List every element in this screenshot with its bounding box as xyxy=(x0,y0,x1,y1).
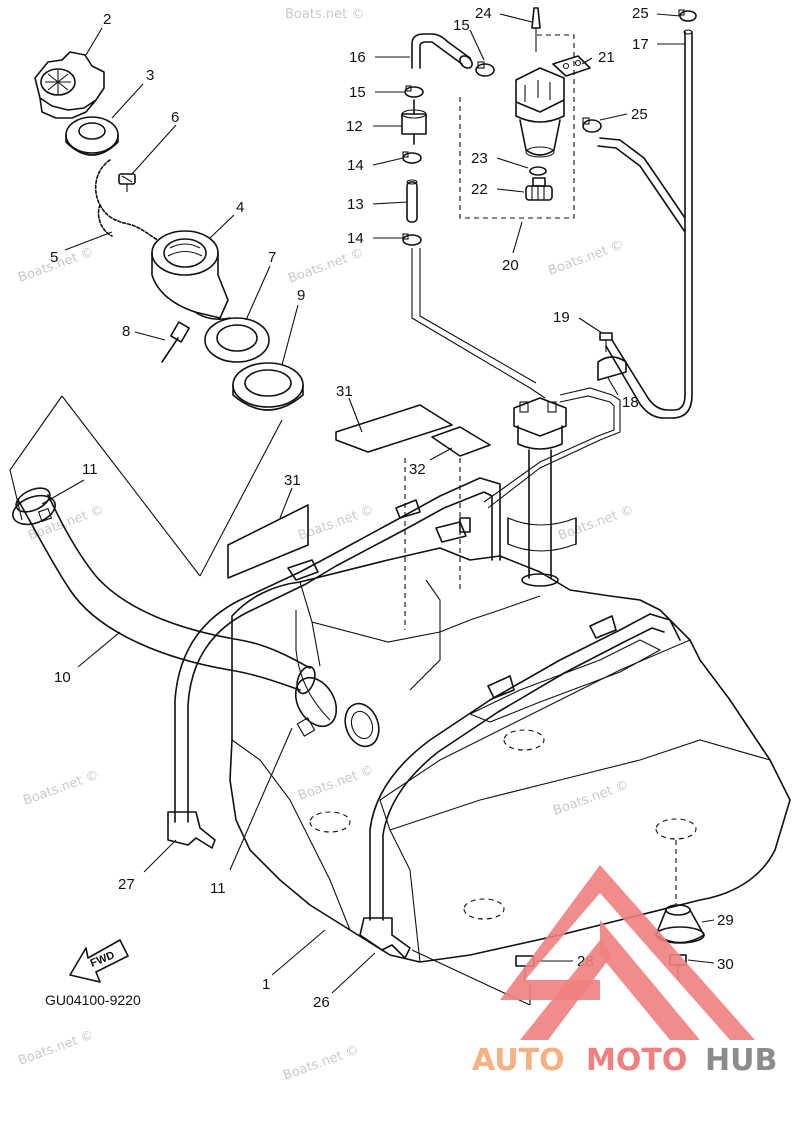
callout-6: 6 xyxy=(171,109,179,126)
fuel-pump xyxy=(515,67,565,158)
label-sticker-31 xyxy=(335,404,453,453)
callout-31-top: 31 xyxy=(336,383,353,400)
clamp-15 xyxy=(404,85,424,98)
watermark-text: Boats.net © xyxy=(556,503,636,544)
automotohub-logo: AUTO MOTO HUB xyxy=(472,865,777,1078)
clamp-14 xyxy=(402,151,422,164)
watermark-text: Boats.net © xyxy=(21,768,101,809)
callout-25-mid: 25 xyxy=(631,106,648,123)
diagram-reference-code: GU04100-9220 xyxy=(45,992,141,1008)
logo-text-auto: AUTO xyxy=(472,1043,565,1078)
logo-text-moto: MOTO xyxy=(586,1043,687,1078)
watermark-text: Boats.net © xyxy=(16,1028,96,1069)
tank-strap-26 xyxy=(359,613,681,959)
callout-20: 20 xyxy=(502,257,519,274)
callout-11-lower: 11 xyxy=(210,880,226,897)
hose-16 xyxy=(411,33,473,69)
callout-21: 21 xyxy=(598,49,615,66)
filler-hose-10 xyxy=(15,487,316,695)
callout-13: 13 xyxy=(347,196,364,213)
pin-24 xyxy=(531,7,541,52)
callout-25-top: 25 xyxy=(632,5,649,22)
callout-27: 27 xyxy=(118,876,135,893)
screw-6 xyxy=(118,173,136,192)
callout-numbers: 2 3 6 4 5 7 9 8 11 10 11 16 15 12 14 13 … xyxy=(50,5,734,1011)
filler-neck xyxy=(151,230,231,320)
callout-29: 29 xyxy=(717,912,734,929)
clamp-25 xyxy=(678,9,697,22)
logo-triangle-outline-icon xyxy=(520,940,612,1040)
cap-gasket xyxy=(65,116,119,156)
callout-11-upper: 11 xyxy=(82,461,98,478)
callout-7: 7 xyxy=(268,249,276,266)
callout-26: 26 xyxy=(313,994,330,1011)
tether-chain xyxy=(94,159,159,241)
pipe-13 xyxy=(406,179,418,223)
watermark-text: Boats.net © xyxy=(551,778,631,819)
clamp-14 xyxy=(402,233,422,246)
watermark-text: Boats.net © xyxy=(296,763,376,804)
callout-14-upper: 14 xyxy=(347,157,364,174)
callout-32: 32 xyxy=(409,461,426,478)
watermark-text: Boats.net © xyxy=(281,1043,361,1084)
callout-3: 3 xyxy=(146,67,154,84)
tank-strap-27 xyxy=(167,477,501,849)
hose-clamp-11 xyxy=(12,494,56,526)
callout-12: 12 xyxy=(346,118,363,135)
filler-cap xyxy=(34,51,105,119)
watermark-text: Boats.net © xyxy=(285,7,364,22)
label-sticker-32 xyxy=(431,426,491,457)
callout-1: 1 xyxy=(262,976,270,993)
callout-17: 17 xyxy=(632,36,649,53)
callout-2: 2 xyxy=(103,11,111,28)
screw-19 xyxy=(599,332,613,352)
callout-8: 8 xyxy=(122,323,130,340)
fuel-filter-12 xyxy=(401,99,427,145)
callout-14-lower: 14 xyxy=(347,230,364,247)
callout-9: 9 xyxy=(297,287,305,304)
callout-15-left: 15 xyxy=(349,84,366,101)
fwd-label: FWD xyxy=(89,949,117,970)
callout-19: 19 xyxy=(553,309,570,326)
watermark-text: Boats.net © xyxy=(286,246,366,287)
clamp-15 xyxy=(475,61,495,77)
seal-ring-9 xyxy=(232,362,304,411)
callout-10: 10 xyxy=(54,669,71,686)
callout-18: 18 xyxy=(622,394,639,411)
logo-text-hub: HUB xyxy=(705,1043,777,1078)
bracket-plate xyxy=(552,55,591,77)
fuel-sender xyxy=(507,397,577,587)
fwd-direction-arrow: FWD xyxy=(69,939,129,983)
callout-4: 4 xyxy=(236,199,244,216)
clip-18 xyxy=(597,356,627,381)
filter-22 xyxy=(525,177,553,201)
fuel-tank xyxy=(229,458,791,963)
callout-5: 5 xyxy=(50,249,58,266)
clamp-25 xyxy=(582,117,602,133)
ring-7 xyxy=(204,317,270,363)
vent-hose-17 xyxy=(605,29,693,419)
callout-23: 23 xyxy=(471,150,488,167)
pump-assembly-box xyxy=(459,34,575,219)
callout-31-left: 31 xyxy=(284,472,301,489)
tank-filler-nipple xyxy=(344,702,380,748)
callout-22: 22 xyxy=(471,181,488,198)
logo-triangle-icon xyxy=(500,865,755,1040)
callout-30: 30 xyxy=(717,956,734,973)
washer-23 xyxy=(529,166,547,176)
sender-connector xyxy=(435,517,471,543)
callout-24: 24 xyxy=(475,5,492,22)
bolt-8 xyxy=(161,321,190,363)
callout-16: 16 xyxy=(349,49,366,66)
callout-15-right: 15 xyxy=(453,17,470,34)
watermark-text: Boats.net © xyxy=(546,238,626,279)
hose-20-outlet xyxy=(599,137,686,219)
label-sticker-31 xyxy=(227,504,309,579)
leader-lines xyxy=(41,13,715,994)
